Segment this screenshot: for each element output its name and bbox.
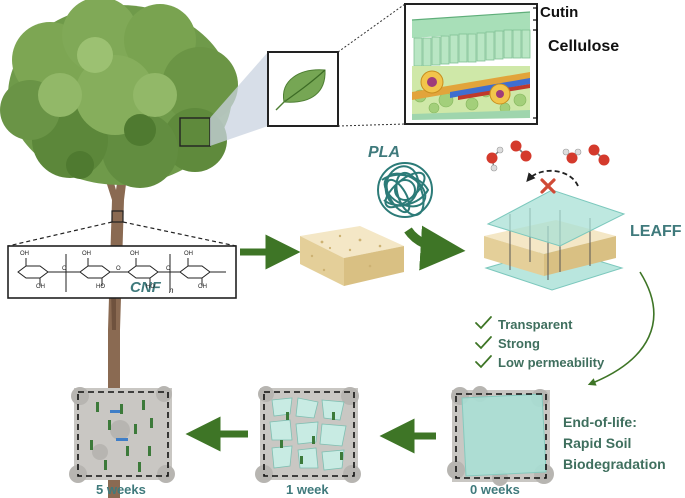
atom-label: OH: [198, 284, 207, 290]
label-cnf: CNF: [130, 279, 161, 296]
end-of-life-line-3: Biodegradation: [563, 456, 666, 472]
trunk-zoom-box: [111, 210, 124, 223]
zoom-line: [337, 123, 406, 127]
pla-polymer-ball: [377, 162, 433, 218]
end-of-life-line-2: Rapid Soil: [563, 435, 632, 451]
atom-label: OH: [184, 251, 193, 257]
block-x-icon: [540, 178, 556, 194]
atom-label: OH: [20, 251, 29, 257]
atom-label: O: [62, 266, 67, 272]
property-transparent: Transparent: [498, 317, 573, 332]
atom-label: HO: [96, 284, 105, 290]
label-cellulose: Cellulose: [548, 38, 620, 55]
soil-sample-0-weeks: [447, 386, 554, 486]
label-repeat-n: n: [169, 286, 174, 295]
atom-label: OH: [130, 251, 139, 257]
timeline-label-5-weeks: 5 weeks: [96, 482, 146, 497]
arrow-foam-to-leaff: [404, 225, 466, 271]
end-of-life-line-1: End-of-life:: [563, 414, 637, 430]
cnf-structure: [7, 221, 237, 299]
zoom-cone: [210, 52, 268, 146]
soil-sample-5-weeks: [69, 386, 175, 483]
tree: [0, 0, 238, 498]
leaf-cross-section: [404, 3, 538, 125]
atom-label: O: [166, 266, 171, 272]
atom-label: OH: [36, 284, 45, 290]
check-icons: [475, 316, 492, 369]
label-pla: PLA: [368, 144, 400, 161]
leaff-laminate: [484, 189, 626, 291]
gas-molecules: [486, 140, 610, 194]
arrow-leaff-to-soil: [587, 271, 655, 386]
property-strong: Strong: [498, 336, 540, 351]
property-low-permeability: Low permeability: [498, 355, 605, 370]
timeline-label-1-week: 1 week: [286, 482, 329, 497]
zoom-line: [337, 3, 406, 53]
soil-sample-1-week: [255, 386, 361, 483]
label-cutin: Cutin: [540, 4, 579, 21]
cnf-foam-block: [300, 226, 404, 286]
atom-label: OH: [82, 251, 91, 257]
leaf-closeup: [267, 51, 339, 127]
tree-canopy: [0, 0, 238, 188]
atom-label: O: [116, 266, 121, 272]
label-leaff: LEAFF: [630, 223, 682, 240]
timeline-label-0-weeks: 0 weeks: [470, 482, 520, 497]
atom-label: HO: [146, 284, 155, 290]
